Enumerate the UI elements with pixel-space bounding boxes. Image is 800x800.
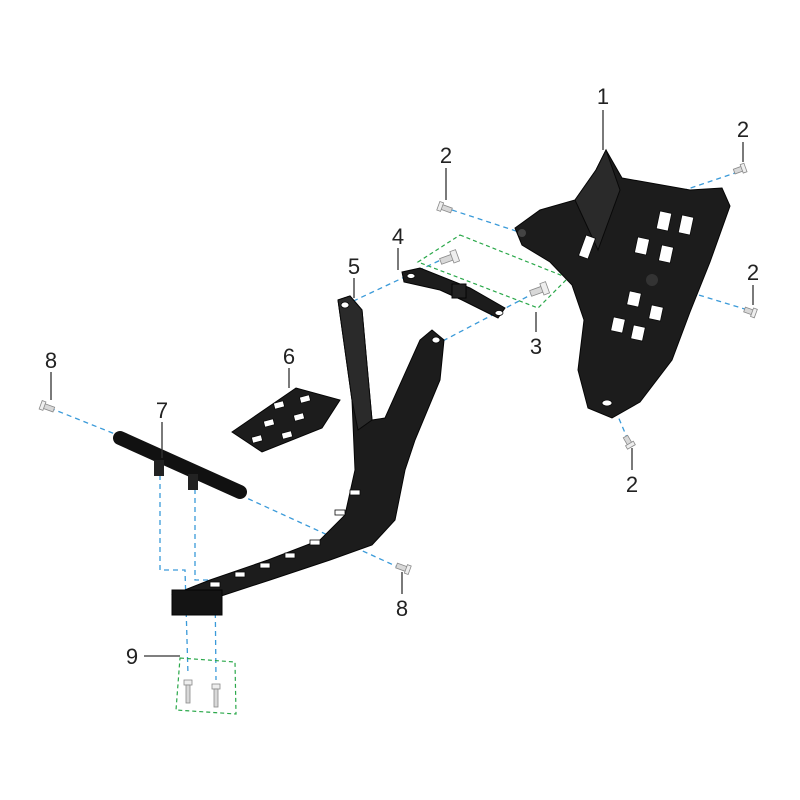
group-box-bolts-9 <box>175 657 237 715</box>
callout-1: 1 <box>597 84 609 109</box>
part-4-bracket <box>401 267 506 319</box>
callouts: 1 2 2 2 2 3 4 5 6 7 8 8 9 <box>45 84 759 669</box>
callout-3: 3 <box>530 334 542 359</box>
part-1-fairing <box>514 148 731 419</box>
callout-2-right-top: 2 <box>737 117 749 142</box>
callout-4: 4 <box>392 224 404 249</box>
part-6-plate <box>231 387 341 453</box>
part-8-bolts <box>38 400 412 576</box>
leader-lines <box>50 110 754 657</box>
callout-2-bottom: 2 <box>626 472 638 497</box>
group-box-bracket <box>416 234 570 309</box>
part-7-tube-bar <box>113 431 247 499</box>
callout-9: 9 <box>126 644 138 669</box>
part-9-bolts <box>183 679 221 708</box>
part-5-footboard-frame <box>171 295 445 616</box>
callout-2-top: 2 <box>440 143 452 168</box>
callout-7: 7 <box>156 398 168 423</box>
callout-8-left: 8 <box>45 348 57 373</box>
part-2-bolts <box>436 162 758 450</box>
callout-8-right: 8 <box>396 596 408 621</box>
part-3-bolts <box>439 249 551 297</box>
callout-2-right: 2 <box>747 260 759 285</box>
callout-5: 5 <box>348 254 360 279</box>
callout-6: 6 <box>283 344 295 369</box>
